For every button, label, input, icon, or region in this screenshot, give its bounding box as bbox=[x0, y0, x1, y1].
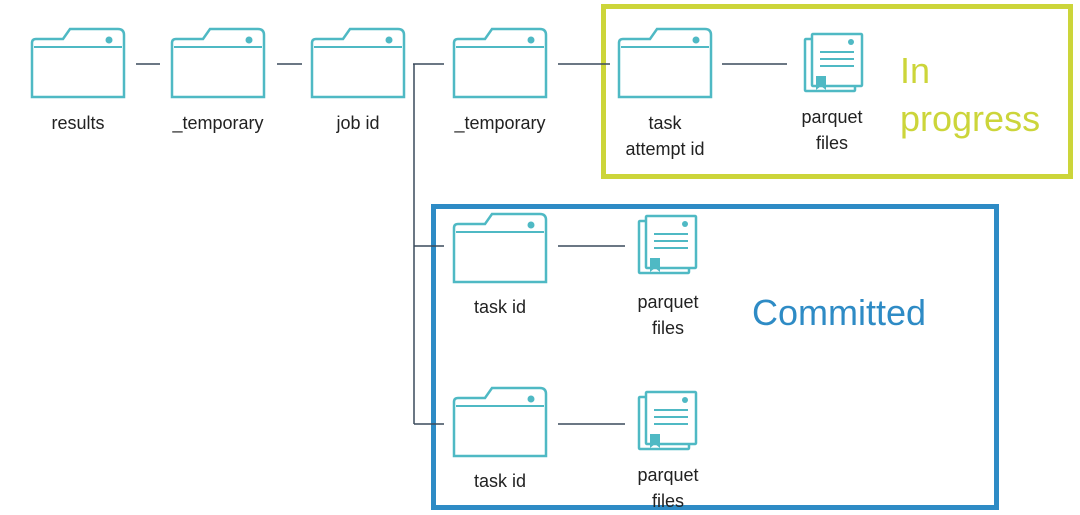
folder-icon bbox=[617, 27, 713, 99]
folder-icon bbox=[30, 27, 126, 99]
parquet-file-icon bbox=[637, 390, 698, 451]
label-parquet-files-top-line2: files bbox=[815, 133, 848, 153]
committed-box bbox=[431, 204, 999, 510]
in-progress-box bbox=[601, 4, 1073, 179]
folder-icon bbox=[452, 27, 548, 99]
label-parquet-files-top-line1: parquet bbox=[801, 107, 863, 127]
label-task-attempt-id-line2: attempt id bbox=[625, 139, 705, 159]
label-parquet-files-bottom-line1: parquet bbox=[637, 465, 699, 485]
parquet-file-icon bbox=[637, 214, 698, 275]
in-progress-title-line2: progress bbox=[900, 98, 1041, 139]
folder-icon bbox=[452, 386, 548, 458]
label-task-id-1: task id bbox=[473, 297, 527, 317]
folder-icon bbox=[170, 27, 266, 99]
label-parquet-files-mid-line1: parquet bbox=[637, 292, 699, 312]
label-parquet-files-mid-line2: files bbox=[651, 318, 684, 338]
label-task-id-2: task id bbox=[473, 471, 527, 491]
committed-title: Committed bbox=[752, 292, 927, 333]
folder-icon bbox=[452, 212, 548, 284]
folder-icon bbox=[310, 27, 406, 99]
label-temporary-2: _temporary bbox=[454, 113, 546, 133]
parquet-file-icon bbox=[803, 32, 864, 93]
label-temporary-1: _temporary bbox=[172, 113, 264, 133]
in-progress-title-line1: In bbox=[900, 50, 931, 91]
label-results: results bbox=[51, 113, 105, 133]
label-job-id: job id bbox=[336, 113, 380, 133]
label-task-attempt-id-line1: task bbox=[648, 113, 682, 133]
label-parquet-files-bottom-line2: files bbox=[651, 491, 684, 511]
